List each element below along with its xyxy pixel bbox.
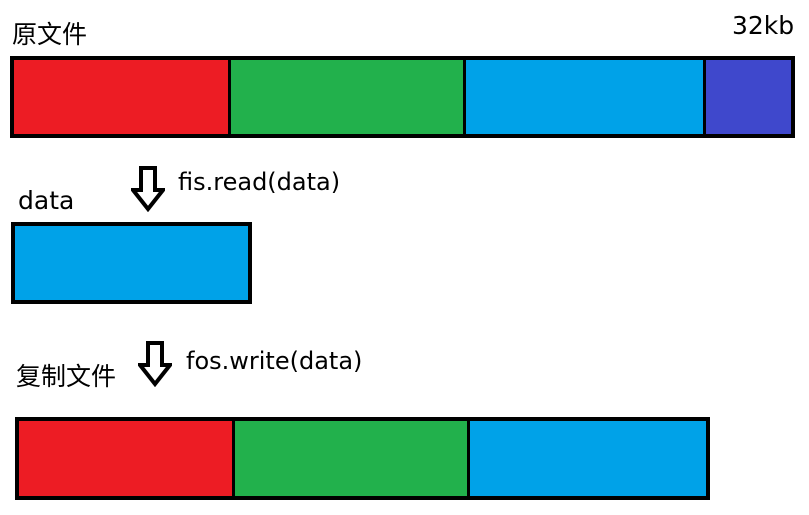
data-block: [19, 421, 232, 496]
buffer-bar: [11, 222, 252, 304]
data-block: [231, 421, 468, 496]
buffer-label: data: [18, 186, 75, 215]
write-call-label: fos.write(data): [186, 347, 363, 375]
data-block: [228, 60, 464, 134]
source-file-bar: [10, 56, 795, 138]
down-arrow-icon: [138, 341, 172, 387]
data-block: [15, 226, 248, 300]
down-arrow-icon: [131, 166, 165, 212]
source-file-label: 原文件: [12, 20, 88, 49]
data-block: [463, 60, 704, 134]
read-call-label: fis.read(data): [178, 168, 341, 196]
copy-file-bar: [15, 417, 710, 500]
file-size-label: 32kb: [732, 11, 795, 40]
data-block: [14, 60, 229, 134]
copy-file-label: 复制文件: [16, 362, 117, 391]
data-block: [467, 421, 706, 496]
data-block: [703, 60, 791, 134]
